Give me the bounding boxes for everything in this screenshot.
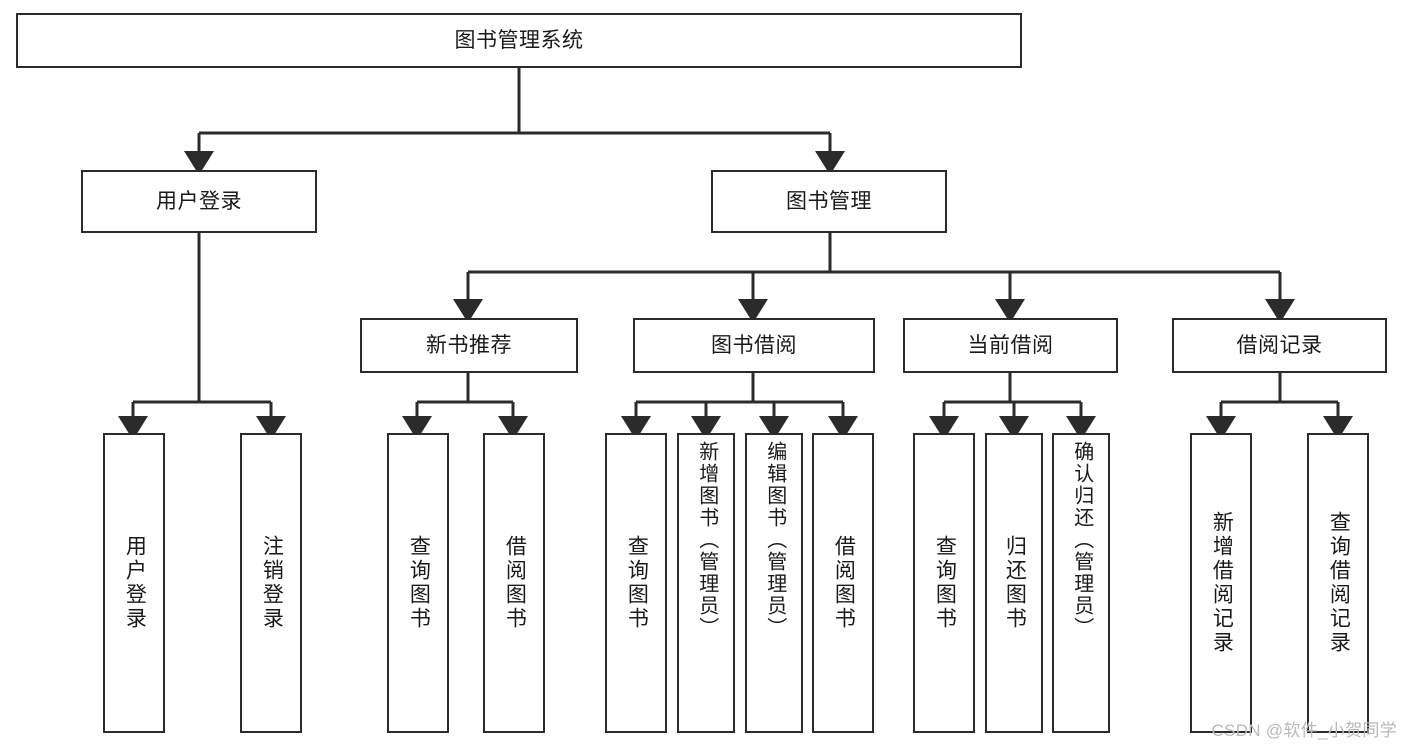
node-leaf-user-login-label: 用户登录	[123, 535, 147, 631]
node-leaf-add-book-label: 新增图书（管理员）	[695, 441, 718, 639]
node-leaf-user-login[interactable]: 用户登录	[103, 433, 165, 733]
node-leaf-return-book[interactable]: 归还图书	[985, 433, 1043, 733]
node-new-book-rec[interactable]: 新书推荐	[360, 318, 578, 373]
node-user-login[interactable]: 用户登录	[81, 170, 317, 233]
node-leaf-query-book-3-label: 查询图书	[933, 535, 957, 631]
node-leaf-add-record-label: 新增借阅记录	[1210, 511, 1234, 655]
node-leaf-query-book-1[interactable]: 查询图书	[387, 433, 449, 733]
node-leaf-query-record[interactable]: 查询借阅记录	[1307, 433, 1369, 733]
node-leaf-borrow-book-2[interactable]: 借阅图书	[812, 433, 874, 733]
node-book-manage-label: 图书管理	[786, 190, 872, 213]
node-leaf-query-book-2-label: 查询图书	[625, 535, 649, 631]
node-current-borrow[interactable]: 当前借阅	[903, 318, 1118, 373]
node-root[interactable]: 图书管理系统	[16, 13, 1022, 68]
node-leaf-confirm-return[interactable]: 确认归还（管理员）	[1052, 433, 1110, 733]
node-leaf-edit-book[interactable]: 编辑图书（管理员）	[745, 433, 803, 733]
node-leaf-borrow-book-1-label: 借阅图书	[503, 535, 527, 631]
node-leaf-add-record[interactable]: 新增借阅记录	[1190, 433, 1252, 733]
node-leaf-borrow-book-2-label: 借阅图书	[832, 535, 856, 631]
node-leaf-confirm-return-label: 确认归还（管理员）	[1070, 441, 1093, 639]
node-leaf-query-book-1-label: 查询图书	[407, 535, 431, 631]
node-book-manage[interactable]: 图书管理	[711, 170, 947, 233]
node-borrow-record-label: 借阅记录	[1236, 334, 1323, 357]
node-book-borrow[interactable]: 图书借阅	[633, 318, 875, 373]
node-leaf-query-book-3[interactable]: 查询图书	[913, 433, 975, 733]
node-new-book-rec-label: 新书推荐	[426, 334, 512, 357]
node-borrow-record[interactable]: 借阅记录	[1172, 318, 1387, 373]
node-leaf-query-record-label: 查询借阅记录	[1327, 511, 1351, 655]
node-current-borrow-label: 当前借阅	[967, 334, 1054, 357]
node-user-login-label: 用户登录	[156, 190, 242, 213]
node-leaf-query-book-2[interactable]: 查询图书	[605, 433, 667, 733]
node-leaf-edit-book-label: 编辑图书（管理员）	[763, 441, 786, 639]
node-leaf-logout-label: 注销登录	[260, 535, 284, 631]
node-leaf-logout[interactable]: 注销登录	[240, 433, 302, 733]
node-root-label: 图书管理系统	[454, 29, 584, 52]
watermark-text: CSDN @软件_小贺同学	[1211, 721, 1397, 740]
node-leaf-borrow-book-1[interactable]: 借阅图书	[483, 433, 545, 733]
node-leaf-return-book-label: 归还图书	[1003, 535, 1027, 631]
node-leaf-add-book[interactable]: 新增图书（管理员）	[677, 433, 735, 733]
node-book-borrow-label: 图书借阅	[711, 334, 797, 357]
